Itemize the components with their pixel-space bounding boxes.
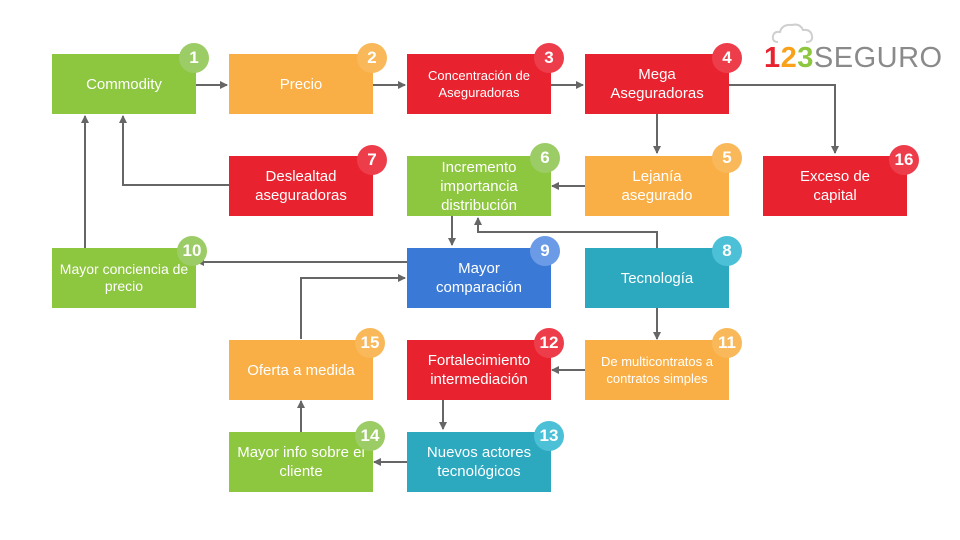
arrow-4-16 xyxy=(729,84,839,154)
node-fortalecimiento-intermediacion: Fortalecimiento intermediación xyxy=(407,340,551,400)
node-10-badge: 10 xyxy=(177,236,207,266)
logo-word: SEGURO xyxy=(813,42,943,74)
node-incremento-importancia-distribucion: Incremento importancia distribución xyxy=(407,156,551,216)
node-nuevos-actores-tecnologicos: Nuevos actores tecnológicos xyxy=(407,432,551,492)
node-9-badge: 9 xyxy=(530,236,560,266)
logo-digit-2: 2 xyxy=(780,42,798,74)
node-oferta-a-medida: Oferta a medida xyxy=(229,340,373,400)
node-12-badge: 12 xyxy=(534,328,564,358)
node-mayor-comparacion: Mayor comparación xyxy=(407,248,551,308)
node-deslealtad-aseguradoras: Deslealtad aseguradoras xyxy=(229,156,373,216)
node-multicontratos-a-contratos-simples: De multicontratos a contratos simples xyxy=(585,340,729,400)
node-8-badge: 8 xyxy=(712,236,742,266)
company-logo: 123SEGURO xyxy=(764,23,942,74)
node-15-badge: 15 xyxy=(355,328,385,358)
node-4-badge: 4 xyxy=(712,43,742,73)
node-commodity: Commodity xyxy=(52,54,196,114)
node-mayor-info-sobre-el-cliente: Mayor info sobre el cliente xyxy=(229,432,373,492)
node-14-badge: 14 xyxy=(355,421,385,451)
cloud-icon xyxy=(771,23,814,43)
node-5-badge: 5 xyxy=(712,143,742,173)
node-13-badge: 13 xyxy=(534,421,564,451)
node-2-badge: 2 xyxy=(357,43,387,73)
node-1-badge: 1 xyxy=(179,43,209,73)
node-6-badge: 6 xyxy=(530,143,560,173)
node-tecnologia: Tecnología xyxy=(585,248,729,308)
arrow-7-1 xyxy=(119,115,230,186)
node-exceso-de-capital: Exceso de capital xyxy=(763,156,907,216)
node-16-badge: 16 xyxy=(889,145,919,175)
node-mega-aseguradoras: Mega Aseguradoras xyxy=(585,54,729,114)
node-3-badge: 3 xyxy=(534,43,564,73)
arrow-15-9 xyxy=(300,274,406,339)
node-7-badge: 7 xyxy=(357,145,387,175)
node-mayor-conciencia-de-precio: Mayor conciencia de precio xyxy=(52,248,196,308)
node-concentracion-aseguradoras: Concentración de Aseguradoras xyxy=(407,54,551,114)
arrow-8-6 xyxy=(474,217,658,248)
logo-digit-3: 3 xyxy=(797,42,814,74)
node-precio: Precio xyxy=(229,54,373,114)
node-11-badge: 11 xyxy=(712,328,742,358)
node-lejania-asegurado: Lejanía asegurado xyxy=(585,156,729,216)
logo-digit-1: 1 xyxy=(764,42,781,74)
